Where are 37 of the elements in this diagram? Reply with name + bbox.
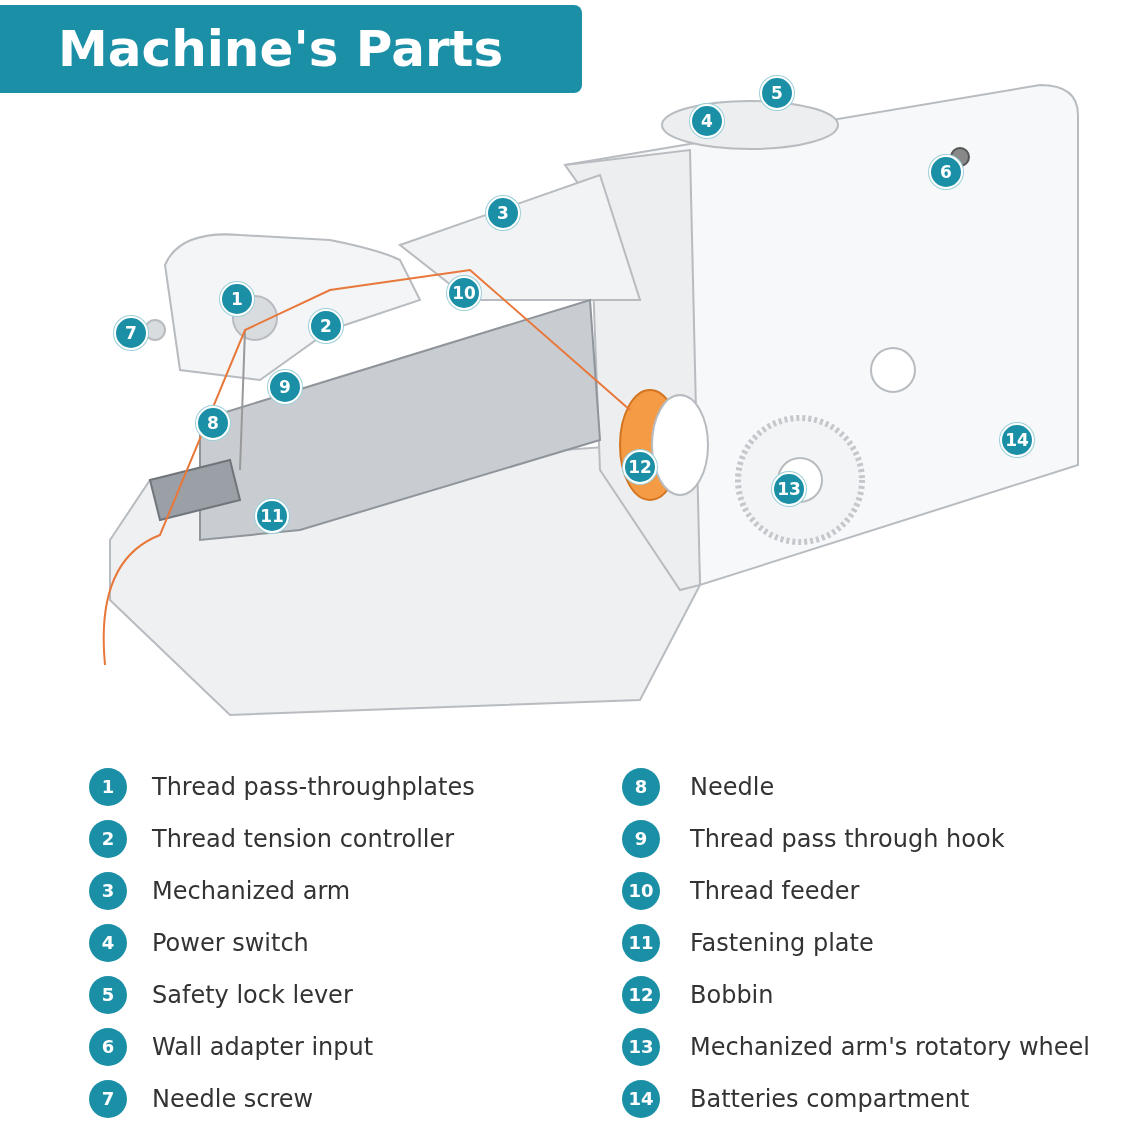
callout-number: 3 (486, 196, 520, 230)
part-name: Bobbin (690, 980, 774, 1010)
part-name: Thread pass-throughplates (152, 772, 475, 802)
part-name: Fastening plate (690, 928, 874, 958)
key-number: 10 (622, 872, 660, 910)
key-number: 3 (89, 872, 127, 910)
callout-number: 2 (309, 309, 343, 343)
part-name: Mechanized arm's rotatory wheel (690, 1032, 1090, 1062)
part-name: Needle screw (152, 1084, 314, 1114)
part-name: Needle (690, 772, 775, 802)
callout-number: 4 (690, 104, 724, 138)
part-name: Thread tension controller (152, 824, 455, 854)
key-number: 9 (622, 820, 660, 858)
part-name: Wall adapter input (152, 1032, 374, 1062)
key-number: 14 (622, 1080, 660, 1118)
part-name: Power switch (152, 928, 309, 958)
part-name: Thread pass through hook (690, 824, 1005, 854)
callout-number: 9 (268, 370, 302, 404)
callout-number: 8 (196, 406, 230, 440)
key-number: 11 (622, 924, 660, 962)
part-name: Thread feeder (690, 876, 860, 906)
key-number: 6 (89, 1028, 127, 1066)
key-number: 12 (622, 976, 660, 1014)
part-name: Batteries compartment (690, 1084, 970, 1114)
key-number: 2 (89, 820, 127, 858)
key-number: 1 (89, 768, 127, 806)
part-name: Safety lock lever (152, 980, 353, 1010)
key-number: 13 (622, 1028, 660, 1066)
part-name: Mechanized arm (152, 876, 351, 906)
callout-number: 5 (760, 76, 794, 110)
callout-number: 7 (114, 316, 148, 350)
key-number: 8 (622, 768, 660, 806)
callout-number: 10 (447, 276, 481, 310)
title-banner: Machine's Parts (0, 5, 582, 93)
key-number: 4 (89, 924, 127, 962)
key-number: 7 (89, 1080, 127, 1118)
key-number: 5 (89, 976, 127, 1014)
